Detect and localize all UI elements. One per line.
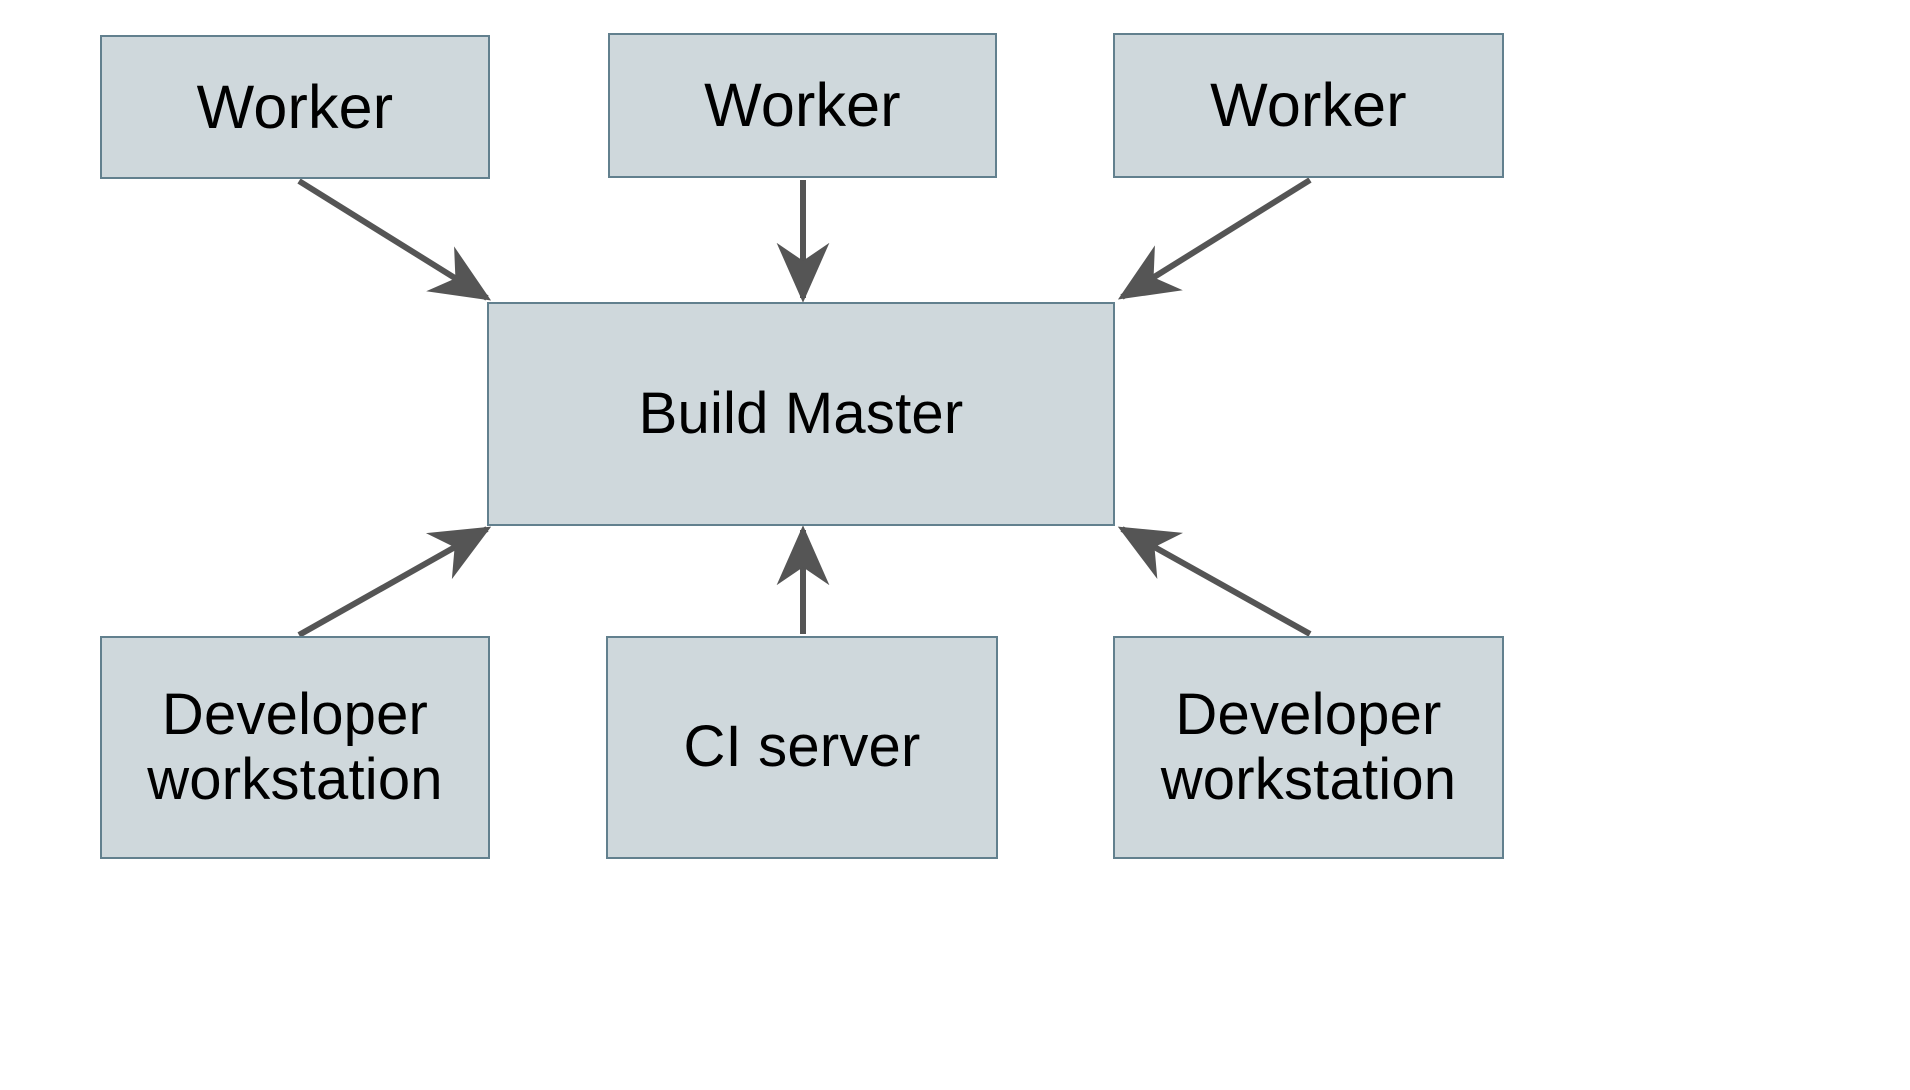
edge-dev-right-to-master (1117, 526, 1312, 637)
edge-worker-left-to-master (297, 178, 492, 301)
node-worker-right[interactable]: Worker (1113, 33, 1504, 178)
edge-worker-right-to-master (1117, 177, 1312, 300)
node-build-master[interactable]: Build Master (487, 302, 1115, 526)
node-worker-right-label: Worker (1210, 71, 1407, 140)
node-worker-center-label: Worker (704, 71, 901, 140)
node-build-master-label: Build Master (638, 380, 964, 446)
node-developer-workstation-left-label: Developer workstation (147, 681, 443, 812)
node-developer-workstation-right[interactable]: Developer workstation (1113, 636, 1504, 859)
node-developer-workstation-right-label: Developer workstation (1160, 681, 1457, 812)
node-worker-left-label: Worker (196, 72, 394, 141)
node-ci-server[interactable]: CI server (606, 636, 998, 859)
node-developer-workstation-left[interactable]: Developer workstation (100, 636, 490, 859)
node-worker-left[interactable]: Worker (100, 35, 490, 179)
edge-dev-left-to-master (297, 526, 492, 638)
node-worker-center[interactable]: Worker (608, 33, 997, 178)
node-ci-server-label: CI server (683, 714, 921, 780)
